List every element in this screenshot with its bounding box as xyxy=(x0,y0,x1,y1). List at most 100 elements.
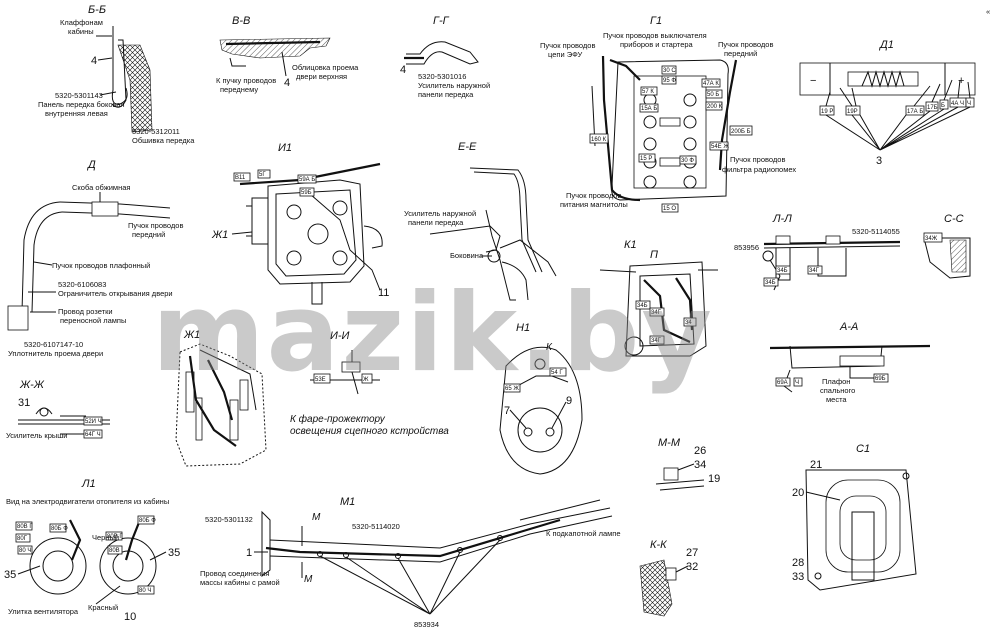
fuse-block xyxy=(185,371,249,441)
callout-31: 31 xyxy=(18,397,30,409)
wire-tag: 30 Ф xyxy=(681,158,694,164)
wire-tag: Ч xyxy=(795,380,799,386)
wire-tag: 34Б xyxy=(637,303,648,309)
view-m1: М1 5320-5301132 М 5320-5114020 К подкапо… xyxy=(200,496,621,629)
label: кабины xyxy=(68,27,94,36)
label: Боковина xyxy=(450,251,484,260)
callout-19: 19 xyxy=(708,473,720,485)
label: фильтра радиопомех xyxy=(722,165,796,174)
view-vv: В-В Облицовка проема двери верхняя К пуч… xyxy=(216,15,359,94)
section-title-l1: Л1 xyxy=(81,478,96,490)
label: Пучок проводов xyxy=(128,221,183,230)
view-zh1: Ж1 xyxy=(175,329,267,467)
label: Пучок проводов xyxy=(566,191,621,200)
part-number: 5320-6106083 xyxy=(58,280,106,289)
label: К пучку проводов xyxy=(216,76,276,85)
view-s1: С1 21 20 28 33 xyxy=(792,443,917,591)
wire-tag: 34Г xyxy=(809,268,820,274)
section-title-gg: Г-Г xyxy=(433,15,450,27)
wire-tag: 30 С xyxy=(663,68,676,74)
callout-10: 10 xyxy=(124,611,136,623)
label: К фаре-прожектору xyxy=(290,413,386,425)
wire-tag: 52И Ч xyxy=(85,419,102,425)
callout-33: 33 xyxy=(792,571,804,583)
part-number: 853956 xyxy=(734,243,759,252)
wire-tag: 17Б xyxy=(927,105,938,111)
section-title-ss: С-С xyxy=(944,213,964,225)
callout-21: 21 xyxy=(810,459,822,471)
label: массы кабины с рамой xyxy=(200,578,280,587)
view-i1: И1 B11 5Г 59А Б 59Б 11 xyxy=(233,142,389,305)
wire-tag: Ж xyxy=(363,377,369,383)
label: передний xyxy=(724,49,757,58)
wire-tag: 80В Г xyxy=(17,524,33,530)
label: Клаффонам xyxy=(60,18,103,27)
section-title-p: П xyxy=(650,249,658,261)
callout-11: 11 xyxy=(378,287,389,299)
section-mark-m: М xyxy=(304,574,313,585)
wire-tag: 80В xyxy=(109,548,120,554)
callout-20: 20 xyxy=(792,487,804,499)
label: питания магнитолы xyxy=(560,200,628,209)
section-mark-k: К xyxy=(546,342,553,353)
wire-tag: 17А Б xyxy=(907,109,923,115)
label: панели передка xyxy=(408,218,464,227)
section-title-d1: Д1 xyxy=(878,39,894,51)
section-title-i1: И1 xyxy=(278,142,292,154)
callout-4: 4 xyxy=(91,55,97,67)
label: двери верхняя xyxy=(296,72,347,81)
wire-tag: 5Г xyxy=(259,172,266,178)
section-title-zh1: Ж1 xyxy=(183,329,200,341)
section-title-zh1-top: Ж1 xyxy=(211,229,228,241)
label: К подкапотной лампе xyxy=(546,529,621,538)
callout-27: 27 xyxy=(686,547,698,559)
wire-tag: 200 К xyxy=(707,104,723,110)
plus-sign: + xyxy=(958,75,964,87)
part-number: 5320-5312011 xyxy=(132,127,180,136)
label: Панель передка боковая xyxy=(38,100,125,109)
wire-tag: 69Б xyxy=(875,376,886,382)
wire-tag: Б xyxy=(941,103,945,109)
part-number: 5320-5301143 xyxy=(55,91,103,100)
wire-tag: 54 Г xyxy=(551,370,563,376)
label: Пучок проводов плафонный xyxy=(52,261,150,270)
view-d1: Д1 − + 19 Р 19Р 17А Б 17Б Б 4А Ч Ч 3 xyxy=(799,39,976,167)
wire-tag: 64Г Ч xyxy=(85,432,101,438)
wire-tag: 54Е Ж xyxy=(711,144,729,150)
callout-9: 9 xyxy=(566,395,572,407)
wire-tag: 59Б xyxy=(301,190,312,196)
view-d: Д Скоба обжимная Пучок проводов передний… xyxy=(7,159,183,358)
section-title-s1: С1 xyxy=(856,443,870,455)
section-title-vv: В-В xyxy=(232,15,250,27)
section-title-zhzh: Ж-Ж xyxy=(19,379,45,391)
view-gg: Г-Г 4 5320-5301016 Усилитель наружной па… xyxy=(400,15,490,99)
callout-34: 34 xyxy=(694,459,706,471)
callout-28: 28 xyxy=(792,557,804,569)
section-title-mm: М-М xyxy=(658,437,681,449)
callout-4: 4 xyxy=(400,64,406,76)
callout-3: 3 xyxy=(876,155,882,167)
label: цепи ЭФУ xyxy=(548,50,582,59)
callout-35: 35 xyxy=(168,547,180,559)
view-zhzh: Ж-Ж 31 52И Ч 64Г Ч Усилитель крыши xyxy=(6,379,110,440)
section-title-ee: Е-Е xyxy=(458,141,477,153)
section-title-ll: Л-Л xyxy=(772,213,792,225)
wire-tag: 34 xyxy=(685,320,692,326)
wire-tag: 4А Ч xyxy=(951,101,964,107)
section-title-g1: Г1 xyxy=(650,15,662,27)
callout-32: 32 xyxy=(686,561,698,573)
wire-tag: 47А К xyxy=(703,81,719,87)
wire-tag: 80 Ч xyxy=(139,588,151,594)
section-title-bb: Б-Б xyxy=(88,4,106,16)
callout-7: 7 xyxy=(504,405,510,417)
view-ee: Е-Е Усилитель наружной панели передка Бо… xyxy=(404,141,557,301)
section-title-kk: К-К xyxy=(650,539,667,551)
wire-tag: 80Г xyxy=(17,536,28,542)
wire-tag: 15А Б xyxy=(641,106,657,112)
wire-tag: 65 Ж xyxy=(505,386,519,392)
wire-tag: 200Б Б xyxy=(731,129,751,135)
label: Плафон xyxy=(822,377,850,386)
wire-tag: 19Р xyxy=(847,109,858,115)
wire-tag: 34Г xyxy=(651,310,662,316)
callout-35: 35 xyxy=(4,569,16,581)
